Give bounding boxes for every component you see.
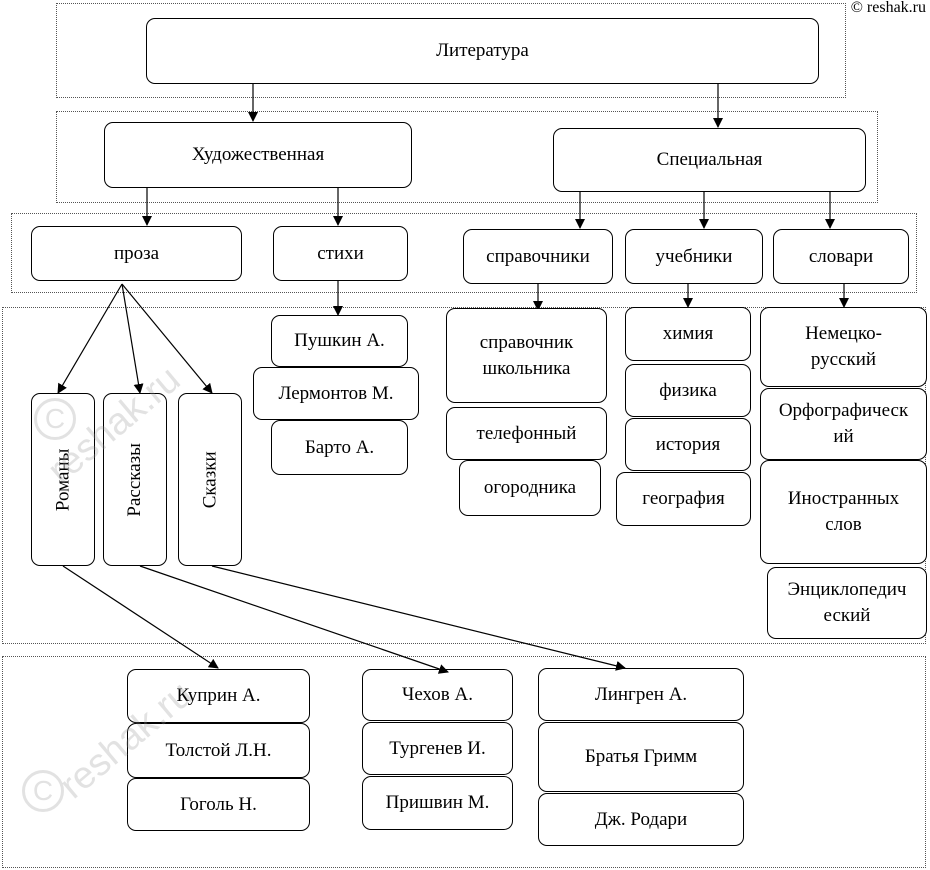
node-chekhov: Чехов А. xyxy=(362,669,513,721)
node-literature: Литература xyxy=(146,18,819,84)
node-dictionaries: словари xyxy=(773,229,909,284)
node-pushkin: Пушкин А. xyxy=(271,315,408,367)
node-geography: география xyxy=(616,472,751,526)
node-stories: Рассказы xyxy=(103,393,167,566)
frame-level-3 xyxy=(11,213,917,293)
arrow-prose-tales xyxy=(121,283,213,394)
node-tales-label: Сказки xyxy=(199,451,221,508)
node-turgenev: Тургенев И. xyxy=(362,722,513,775)
frame-level-1 xyxy=(56,3,846,98)
node-poems: стихи xyxy=(273,226,408,281)
node-tales: Сказки xyxy=(178,393,242,566)
node-kuprin: Куприн А. xyxy=(127,669,310,723)
node-grimm: Братья Гримм xyxy=(538,722,744,792)
node-orthographic: Орфографический xyxy=(760,388,927,460)
arrow-prose-novels xyxy=(57,283,123,394)
node-garden-ref: огородника xyxy=(459,460,601,516)
frame-level-2 xyxy=(56,111,878,203)
node-history: история xyxy=(625,418,751,471)
copyright-label: © reshak.ru xyxy=(850,0,926,16)
node-barto: Барто А. xyxy=(271,420,408,475)
node-lindgren: Лингрен А. xyxy=(538,668,744,721)
node-school-ref: справочник школьника xyxy=(446,308,607,403)
node-gogol: Гоголь Н. xyxy=(127,778,310,831)
node-fiction: Художественная xyxy=(104,122,412,188)
arrow-prose-stories xyxy=(121,283,144,394)
node-prishvin: Пришвин М. xyxy=(362,776,513,830)
node-novels-label: Романы xyxy=(52,448,74,511)
node-german-russian: Немецко-русский xyxy=(760,307,927,387)
node-stories-label: Рассказы xyxy=(124,442,146,517)
node-lermontov: Лермонтов М. xyxy=(253,367,419,420)
node-rodari: Дж. Родари xyxy=(538,793,744,846)
node-phone-ref: телефонный xyxy=(446,407,607,460)
node-foreign-words: Иностранных слов xyxy=(760,460,927,564)
node-special: Специальная xyxy=(553,128,866,192)
node-chemistry: химия xyxy=(625,307,751,361)
node-textbooks: учебники xyxy=(625,229,763,284)
node-reference: справочники xyxy=(463,229,613,284)
node-tolstoy: Толстой Л.Н. xyxy=(127,723,310,778)
node-physics: физика xyxy=(625,364,751,417)
node-prose: проза xyxy=(31,226,242,281)
node-novels: Романы xyxy=(31,393,95,566)
node-encyclopedic: Энциклопедический xyxy=(767,567,927,639)
